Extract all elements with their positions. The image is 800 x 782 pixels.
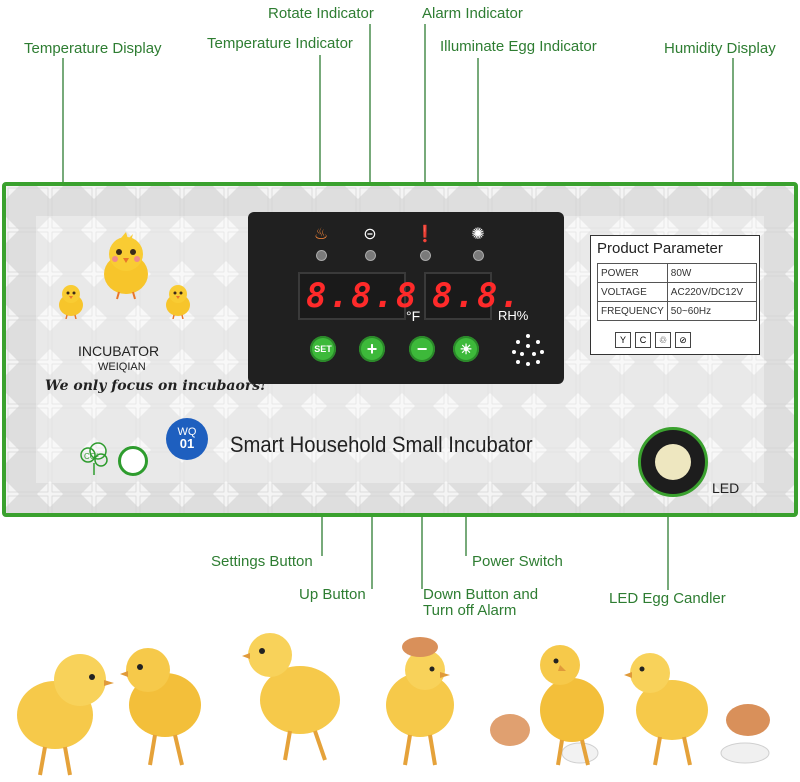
table-row: FREQUENCY 50~60Hz: [597, 301, 757, 321]
chick-mascot-large: [104, 232, 148, 300]
rotate-egg-icon: ⊝: [363, 226, 377, 243]
chick-mascot-small-right: [166, 285, 190, 319]
co2-indicator-icon: [118, 446, 148, 476]
badge-bottom: 01: [179, 436, 195, 451]
param-value: 50~60Hz: [666, 301, 757, 321]
callout-temperature-display: Temperature Display: [24, 40, 162, 57]
callout-down-button-line2: Turn off Alarm: [423, 602, 517, 619]
model-badge: WQ 01: [166, 418, 208, 460]
humidity-digits: 8.8.: [432, 276, 522, 316]
table-row: VOLTAGE AC220V/DC12V: [597, 282, 757, 302]
ce-mark-icon: C: [635, 332, 651, 348]
temperature-digits: 8.8.8.: [306, 276, 441, 316]
param-value: AC220V/DC12V: [666, 282, 757, 302]
rotate-indicator-lamp: [365, 250, 376, 261]
callout-up-button: Up Button: [299, 586, 366, 603]
callout-power-switch: Power Switch: [472, 553, 563, 570]
led-lamp-icon: [655, 444, 691, 480]
alarm-indicator-lamp: [420, 250, 431, 261]
product-title: Smart Household Small Incubator: [230, 432, 533, 457]
control-display: ♨ ⊝ ❗ ✺ 8.8.8. °F 8.8. RH% SET + − ☀: [248, 212, 564, 384]
temperature-flame-icon: ♨: [313, 226, 329, 243]
settings-button[interactable]: SET: [310, 336, 336, 362]
callout-settings-button: Settings Button: [211, 553, 313, 570]
temperature-indicator-lamp: [316, 250, 327, 261]
temperature-display: 8.8.8.: [298, 272, 439, 320]
callout-rotate-indicator: Rotate Indicator: [268, 5, 374, 22]
humidity-unit: RH%: [498, 308, 529, 323]
param-label: POWER: [597, 263, 668, 283]
certification-icon: Y: [615, 332, 631, 348]
brand-name: INCUBATOR: [78, 343, 160, 359]
callout-illuminate-egg-indicator: Illuminate Egg Indicator: [440, 38, 597, 55]
led-label: LED: [712, 480, 740, 496]
humidity-display: 8.8.: [424, 272, 520, 320]
temperature-unit: °F: [406, 308, 421, 324]
down-button[interactable]: −: [409, 336, 435, 362]
led-egg-candler[interactable]: [638, 427, 708, 497]
callout-temperature-indicator: Temperature Indicator: [207, 35, 353, 52]
chicks-photo: [17, 633, 770, 776]
rohs-icon: ⊘: [675, 332, 691, 348]
param-label: VOLTAGE: [597, 282, 668, 302]
co2-label: CO²: [84, 452, 99, 461]
speaker-grille-icon: [512, 334, 544, 366]
co2-cloud-icon: [80, 442, 108, 475]
power-switch[interactable]: ☀: [453, 336, 479, 362]
table-row: POWER 80W: [597, 263, 757, 283]
product-parameter-panel: Product Parameter POWER 80W VOLTAGE AC22…: [590, 235, 760, 355]
param-label: FREQUENCY: [597, 301, 668, 321]
callout-led-egg-candler: LED Egg Candler: [609, 590, 726, 607]
product-parameter-table: POWER 80W VOLTAGE AC220V/DC12V FREQUENCY…: [597, 263, 757, 321]
brand-sub: WEIQIAN: [98, 361, 146, 373]
chick-mascot-small-left: [59, 285, 83, 319]
badge-top: WQ: [177, 426, 197, 438]
illuminate-egg-icon: ✺: [471, 226, 485, 243]
alarm-icon: ❗: [415, 226, 435, 243]
brand-slogan: We only focus on incubaors!: [45, 378, 267, 394]
product-parameter-title: Product Parameter: [597, 240, 723, 257]
illuminate-indicator-lamp: [473, 250, 484, 261]
param-value: 80W: [666, 263, 757, 283]
up-button[interactable]: +: [359, 336, 385, 362]
callout-down-button-line1: Down Button and: [423, 586, 539, 603]
callout-alarm-indicator: Alarm Indicator: [422, 5, 523, 22]
callout-humidity-display: Humidity Display: [664, 40, 776, 57]
recycle-icon: ♲: [655, 332, 671, 348]
